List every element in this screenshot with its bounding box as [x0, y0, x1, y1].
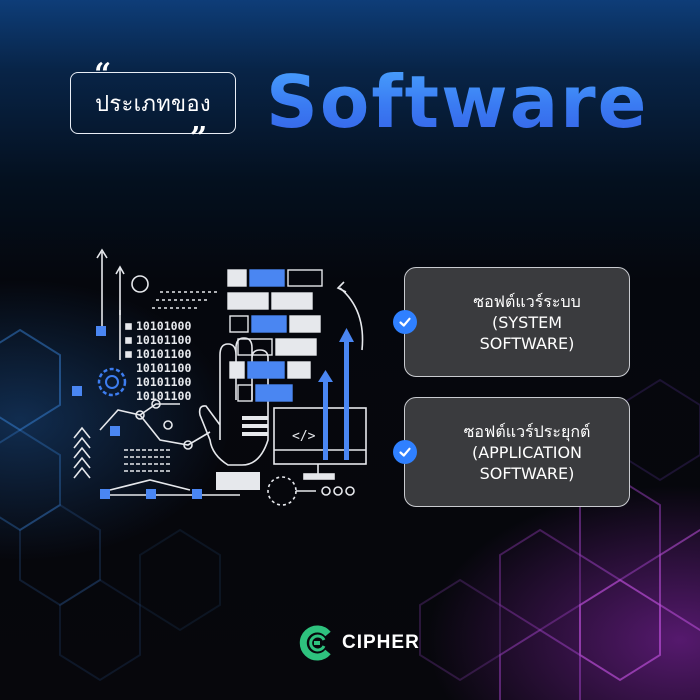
close-quote-icon: ”	[190, 121, 208, 156]
binary-row: 10101000	[136, 319, 191, 333]
title-prefix-box: ประเภทของ	[70, 72, 236, 134]
page-title: Software	[266, 60, 649, 144]
binary-row: 10101100	[136, 361, 191, 375]
code-symbol: </>	[292, 429, 316, 444]
check-icon	[393, 310, 417, 334]
brand-name: CIPHER	[342, 632, 420, 653]
card-line-2: (APPLICATION	[471, 442, 583, 462]
binary-row: 10101100	[136, 389, 191, 403]
binary-row: 10101100	[136, 375, 191, 389]
software-illustration: </> 10101000 10101100 10101100 10101100 …	[72, 248, 367, 506]
title-prefix: ประเภทของ	[95, 91, 211, 117]
card-line-1: ซอฟต์แวร์ประยุกต์	[463, 421, 591, 441]
card-system-software: ซอฟต์แวร์ระบบ (SYSTEM SOFTWARE)	[393, 267, 630, 377]
card-line-2: (SYSTEM	[491, 312, 562, 332]
brand-logo: CIPHER	[298, 625, 420, 661]
card-line-3: SOFTWARE)	[479, 463, 575, 483]
card-application-software: ซอฟต์แวร์ประยุกต์ (APPLICATION SOFTWARE)	[393, 397, 630, 507]
binary-row: 10101100	[136, 333, 191, 347]
card-line-1: ซอฟต์แวร์ระบบ	[473, 291, 581, 311]
cipher-logo-icon	[299, 625, 331, 661]
binary-row: 10101100	[136, 347, 191, 361]
check-icon	[393, 440, 417, 464]
card-line-3: SOFTWARE)	[479, 333, 575, 353]
open-quote-icon: “	[94, 57, 112, 92]
